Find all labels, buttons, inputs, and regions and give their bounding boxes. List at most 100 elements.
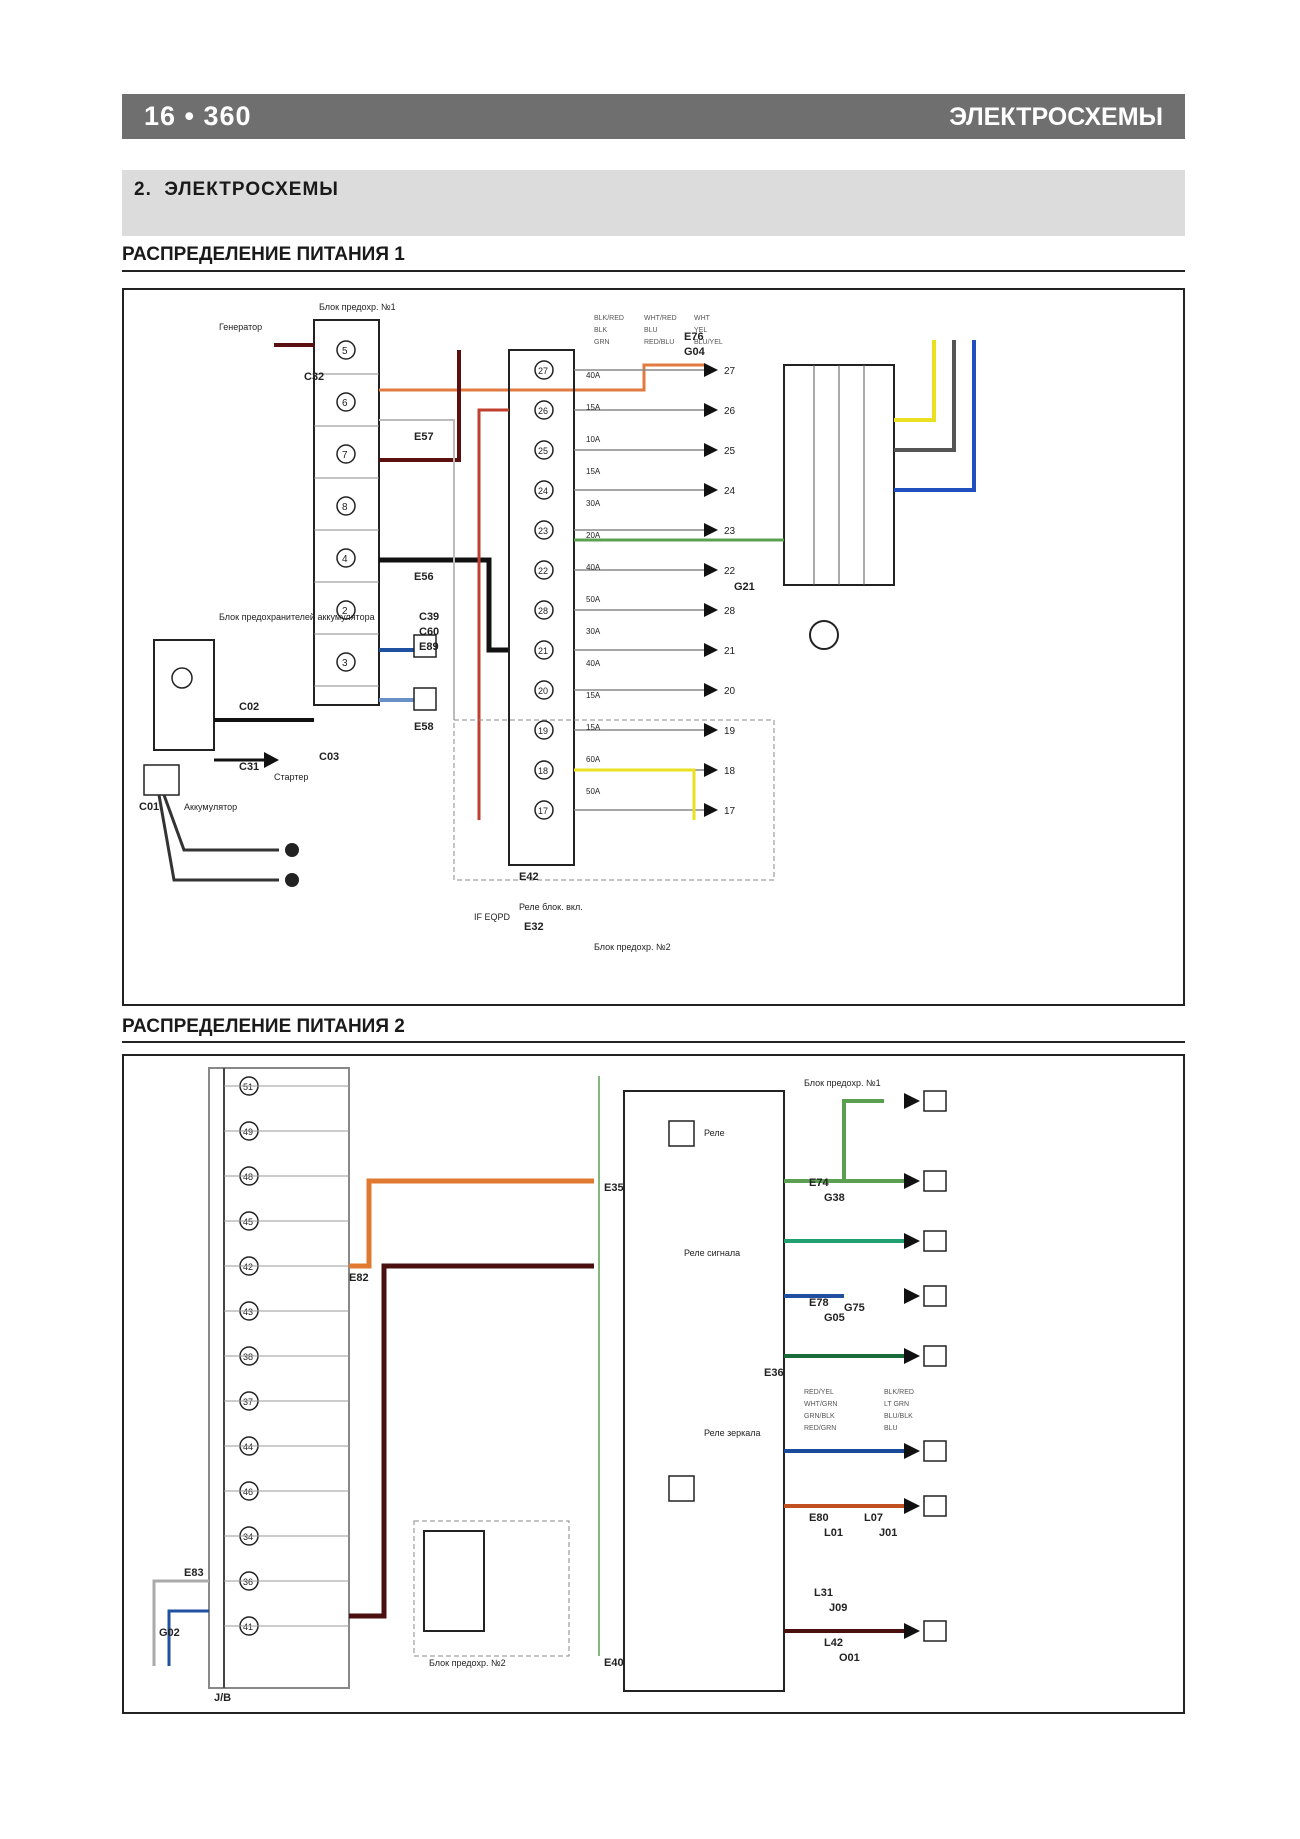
connector-label: E56	[414, 571, 434, 583]
fuse-label: 45	[243, 1217, 253, 1227]
connector-label: C02	[239, 701, 259, 713]
connector-label: J09	[829, 1602, 847, 1614]
wire-wht	[379, 419, 455, 720]
diagram1-rule	[122, 270, 1185, 272]
output-label: 17	[724, 806, 736, 817]
eqpd-box	[453, 719, 775, 881]
fuse-label: 24	[538, 486, 548, 496]
fuse-22	[534, 560, 554, 580]
connector-label: G38	[824, 1192, 845, 1204]
diagram1-labels: C32E57E56C39C60E89E58C03C02C31C01E76G04E…	[139, 302, 755, 952]
receiver-icon	[923, 1170, 947, 1192]
wire-label: BLU	[644, 327, 658, 334]
fuse-24	[534, 480, 554, 500]
wire-ground-2	[162, 794, 279, 852]
fuse-label: 49	[243, 1127, 253, 1137]
wire-blk-red-2	[349, 1263, 594, 1619]
rating-label: 30A	[586, 627, 601, 636]
chapter-title: ЭЛЕКТРОСХЕМЫ	[949, 103, 1163, 131]
fuse-8	[336, 496, 356, 516]
wire-red-yel	[349, 1178, 594, 1269]
relay-icon-1	[413, 634, 437, 658]
connector-label: E78	[809, 1297, 829, 1309]
arrow-output	[704, 363, 718, 377]
rating-label: 40A	[586, 659, 601, 668]
arrow-output	[904, 1288, 920, 1304]
battery-symbol	[143, 764, 180, 796]
output-label: 18	[724, 766, 736, 777]
component-label: Реле	[704, 1128, 725, 1138]
arrow-output	[904, 1498, 920, 1514]
output-label: 23	[724, 526, 736, 537]
fuse-label: 43	[243, 1307, 253, 1317]
wire-label: BLU/YEL	[694, 339, 723, 346]
connector-label: C01	[139, 801, 159, 813]
diagram2-receivers	[904, 1090, 947, 1642]
connector-label: E35	[604, 1182, 624, 1194]
wire-label: BLU	[884, 1425, 898, 1432]
fuse-2	[336, 600, 356, 620]
fuse-3	[336, 652, 356, 672]
connector-label: L42	[824, 1637, 843, 1649]
relay-1-icon	[668, 1120, 695, 1147]
fuse-label: 6	[342, 398, 348, 409]
ignition-key-icon	[809, 620, 839, 650]
model-name: 360	[203, 101, 252, 131]
fuse-label: 38	[243, 1352, 253, 1362]
connector-label: L07	[864, 1512, 883, 1524]
rating-label: 40A	[586, 371, 601, 380]
connector-label: E42	[519, 871, 539, 883]
wire-blu-ign	[894, 340, 976, 492]
page-number: 16	[144, 101, 177, 131]
wire-label: YEL	[694, 327, 707, 334]
connector-label: E36	[764, 1367, 784, 1379]
fuse-label: 21	[538, 646, 548, 656]
component-label: Стартер	[274, 772, 308, 782]
wire-label: GRN	[594, 339, 610, 346]
connector-label: E57	[414, 431, 434, 443]
connector-label: C31	[239, 761, 259, 773]
rating-label: 15A	[586, 691, 601, 700]
section-heading: 2. ЭЛЕКТРОСХЕМЫ	[134, 179, 339, 201]
connector-label: J01	[879, 1527, 897, 1539]
fuse-25	[534, 440, 554, 460]
wire-label: WHT/RED	[644, 315, 677, 322]
fuse-5	[336, 340, 356, 360]
wire-label: BLK	[594, 327, 608, 334]
wire-label: RED/BLU	[644, 339, 674, 346]
fuse-26	[534, 400, 554, 420]
arrow-output	[704, 403, 718, 417]
fuse-label: 17	[538, 806, 548, 816]
wire-label: RED/YEL	[804, 1389, 834, 1396]
wire-blk-red	[379, 350, 461, 462]
fuse-label: 44	[243, 1442, 253, 1452]
fuse-label: 7	[342, 450, 348, 461]
connector-label: E32	[524, 921, 544, 933]
connector-label: E76	[684, 331, 704, 343]
arrow-output	[704, 803, 718, 817]
connector-label: G02	[159, 1627, 180, 1639]
component-label: Генератор	[219, 322, 262, 332]
wire-wht-red	[379, 363, 704, 392]
component-label: Блок предохр. №2	[594, 942, 671, 952]
arrow-output	[904, 1348, 920, 1364]
fuse-label: 46	[243, 1487, 253, 1497]
connector-label: L31	[814, 1587, 833, 1599]
receiver-icon	[923, 1495, 947, 1517]
fuse-label: 5	[342, 346, 348, 357]
arrow-output	[904, 1443, 920, 1459]
fuse-17	[534, 800, 554, 820]
wire-lt-grn-1	[784, 1099, 884, 1183]
receiver-icon	[923, 1345, 947, 1367]
wire-ground-1	[157, 794, 279, 882]
fuse-19	[534, 720, 554, 740]
junction-box	[208, 1067, 350, 1689]
rating-label: 60A	[586, 755, 601, 764]
connector-label: E83	[184, 1567, 204, 1579]
wire-label: BLU/BLK	[884, 1413, 913, 1420]
wire-yel-2	[574, 768, 696, 820]
fuse-label: 25	[538, 446, 548, 456]
fuse-label: 22	[538, 566, 548, 576]
arrow-output	[904, 1233, 920, 1249]
